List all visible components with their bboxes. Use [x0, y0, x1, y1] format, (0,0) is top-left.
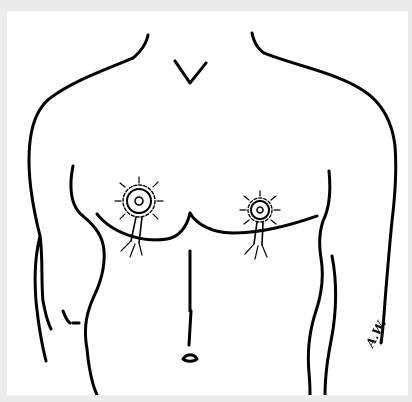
left-inner-arm-line	[71, 166, 104, 395]
body-midline	[189, 251, 191, 345]
sternal-notch-mark	[175, 61, 206, 83]
left-areola-marking	[115, 177, 163, 257]
umbilicus-mark	[183, 355, 197, 361]
illustration-canvas: A.W.	[7, 11, 408, 395]
right-lower-arm-line	[325, 256, 336, 395]
left-elbow-mark	[63, 311, 79, 323]
neck-right-line	[252, 33, 264, 53]
right-areola-marking	[240, 191, 280, 259]
torso-illustration	[7, 11, 408, 395]
neck-left-line	[133, 35, 148, 58]
left-shoulder-contour	[29, 58, 133, 329]
